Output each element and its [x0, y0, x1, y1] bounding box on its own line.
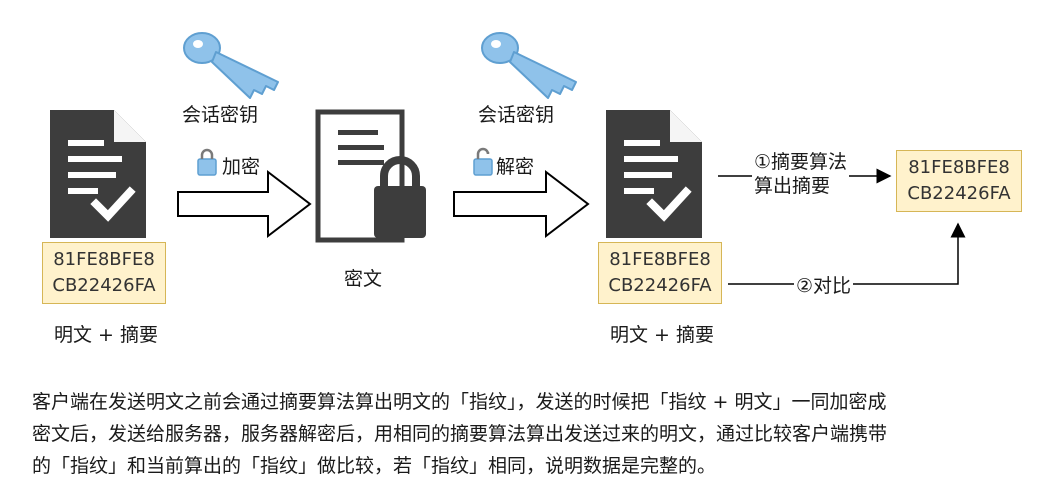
digest-box-left: 81FE8BFE8 CB22426FA	[42, 242, 166, 304]
decrypted-document-icon	[606, 110, 702, 238]
step1-line1: ①摘要算法	[754, 151, 848, 173]
digest-line-2: CB22426FA	[907, 183, 1011, 204]
description-text: 客户端在发送明文之前会通过摘要算法算出明文的「指纹」，发送的时候把「指纹 + 明…	[32, 386, 1042, 482]
digest-box-computed: 81FE8BFE8 CB22426FA	[896, 150, 1022, 212]
encrypt-arrow	[177, 169, 312, 239]
step1-label: ①摘要算法 算出摘要	[752, 150, 850, 198]
digest-line-1: 81FE8BFE8	[609, 249, 711, 270]
digest-box-received: 81FE8BFE8 CB22426FA	[598, 242, 722, 304]
session-key-icon	[183, 32, 279, 99]
digest-line-1: 81FE8BFE8	[53, 249, 155, 270]
session-key-label: 会话密钥	[182, 104, 259, 126]
lock-open-icon	[473, 147, 493, 176]
decrypt-arrow	[453, 169, 590, 239]
digest-line-2: CB22426FA	[608, 275, 712, 296]
description-line-3: 的「指纹」和当前算出的「指纹」做比较，若「指纹」相同，说明数据是完整的。	[32, 455, 717, 477]
step2-label: ②对比	[794, 271, 854, 298]
ciphertext-caption: 密文	[344, 268, 383, 290]
encrypt-label: 加密	[222, 156, 261, 178]
ciphertext-document-icon	[315, 109, 426, 243]
decrypt-label: 解密	[496, 156, 535, 178]
plaintext-caption: 明文 + 摘要	[54, 324, 158, 346]
description-line-2: 密文后，发送给服务器，服务器解密后，用相同的摘要算法算出发送过来的明文，通过比较…	[32, 423, 888, 445]
lock-closed-icon	[197, 148, 217, 176]
session-key-icon-2	[481, 32, 577, 99]
plaintext-caption-2: 明文 + 摘要	[610, 324, 714, 346]
step1-line2: 算出摘要	[754, 175, 831, 197]
session-key-label-2: 会话密钥	[478, 104, 555, 126]
description-line-1: 客户端在发送明文之前会通过摘要算法算出明文的「指纹」，发送的时候把「指纹 + 明…	[32, 391, 887, 413]
plaintext-document-icon	[50, 110, 146, 238]
digest-line-2: CB22426FA	[52, 275, 156, 296]
digest-line-1: 81FE8BFE8	[908, 157, 1010, 178]
